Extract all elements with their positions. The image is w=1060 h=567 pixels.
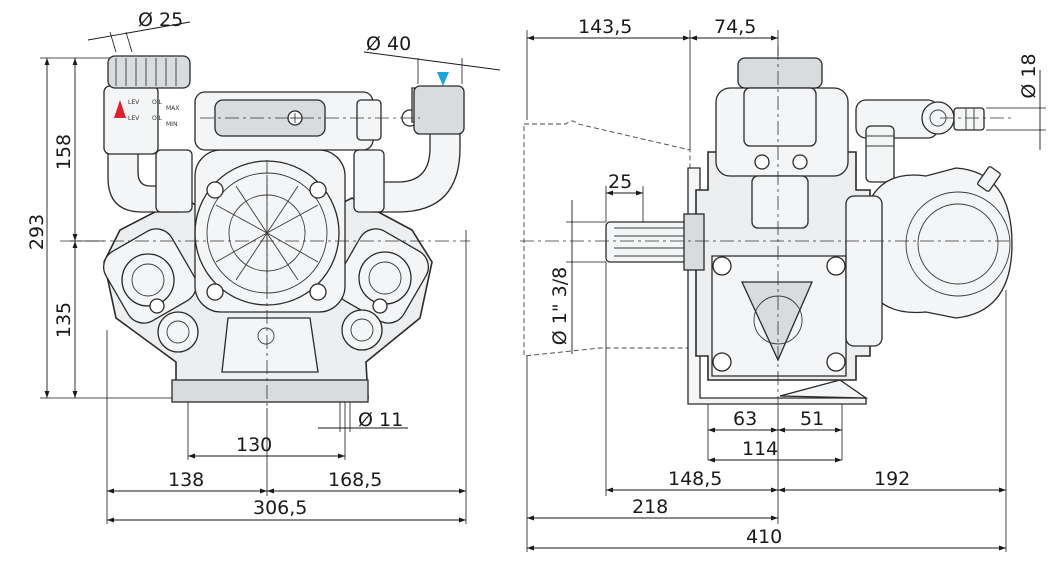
dim-63: 63 — [733, 408, 757, 430]
dim-306-5: 306,5 — [253, 497, 307, 519]
dim-shaft-dia: Ø 1" 3/8 — [549, 267, 571, 345]
front-bolt — [372, 298, 388, 314]
dim-25: 25 — [608, 171, 632, 193]
dim-height-total: 293 — [26, 214, 48, 250]
dim-218: 218 — [632, 496, 668, 518]
front-bolt — [149, 298, 165, 314]
front-left-valve — [121, 253, 175, 307]
dim-d40: Ø 40 — [366, 33, 411, 55]
outlet-arrow-icon — [437, 72, 449, 86]
front-bolt — [206, 283, 224, 301]
front-right-valve — [358, 251, 412, 305]
oil-label-2: OIL — [152, 115, 162, 122]
dim-height-lower: 135 — [53, 302, 75, 338]
oil-max-label: MAX — [166, 105, 179, 112]
front-bottom-flange — [221, 317, 319, 373]
side-bolt — [826, 352, 846, 372]
dim-114: 114 — [742, 438, 778, 460]
dim-51: 51 — [800, 408, 824, 430]
oil-label: OIL — [152, 99, 162, 106]
lev-label-2: LEV — [128, 115, 140, 122]
side-accumulator — [869, 167, 1013, 319]
side-bolt — [712, 256, 732, 276]
front-right-lower-valve — [341, 309, 383, 351]
dim-74-5: 74,5 — [714, 16, 756, 38]
side-bolt — [826, 256, 846, 276]
side-view — [520, 46, 1013, 408]
front-bolt — [206, 181, 224, 199]
front-base-foot — [171, 379, 369, 403]
dim-d25: Ø 25 — [138, 9, 183, 31]
side-triangle-cover — [740, 281, 813, 362]
dim-height-upper: 158 — [53, 134, 75, 170]
dim-192: 192 — [874, 468, 910, 490]
dim-143-5: 143,5 — [578, 16, 632, 38]
dim-130: 130 — [236, 434, 272, 456]
front-view: LEV OIL MAX LEV OIL MIN — [60, 55, 470, 408]
dim-d11: Ø 11 — [358, 409, 403, 431]
side-view-dimensions: 143,5 74,5 Ø 18 25 Ø 1" 3/8 63 51 114 14… — [526, 16, 1046, 552]
side-reservoir-cap — [737, 57, 823, 89]
side-hidden-outline — [523, 120, 691, 357]
front-bolt — [309, 283, 327, 301]
front-reservoir-cap — [107, 55, 191, 89]
dim-168-5: 168,5 — [328, 469, 382, 491]
dim-138: 138 — [168, 469, 204, 491]
inlet-arrow-icon — [114, 100, 126, 118]
side-bolt — [712, 352, 732, 372]
front-view-dimensions: 293 158 135 Ø 25 Ø 40 Ø 11 130 138 168,5… — [26, 9, 501, 524]
dim-148-5: 148,5 — [668, 468, 722, 490]
front-left-lower-valve — [157, 311, 199, 353]
side-outlet-port — [953, 107, 985, 131]
oil-min-label: MIN — [166, 121, 177, 128]
dim-410: 410 — [746, 526, 782, 548]
dim-d18: Ø 18 — [1018, 53, 1040, 98]
lev-label: LEV — [128, 99, 140, 106]
front-bolt — [309, 181, 327, 199]
